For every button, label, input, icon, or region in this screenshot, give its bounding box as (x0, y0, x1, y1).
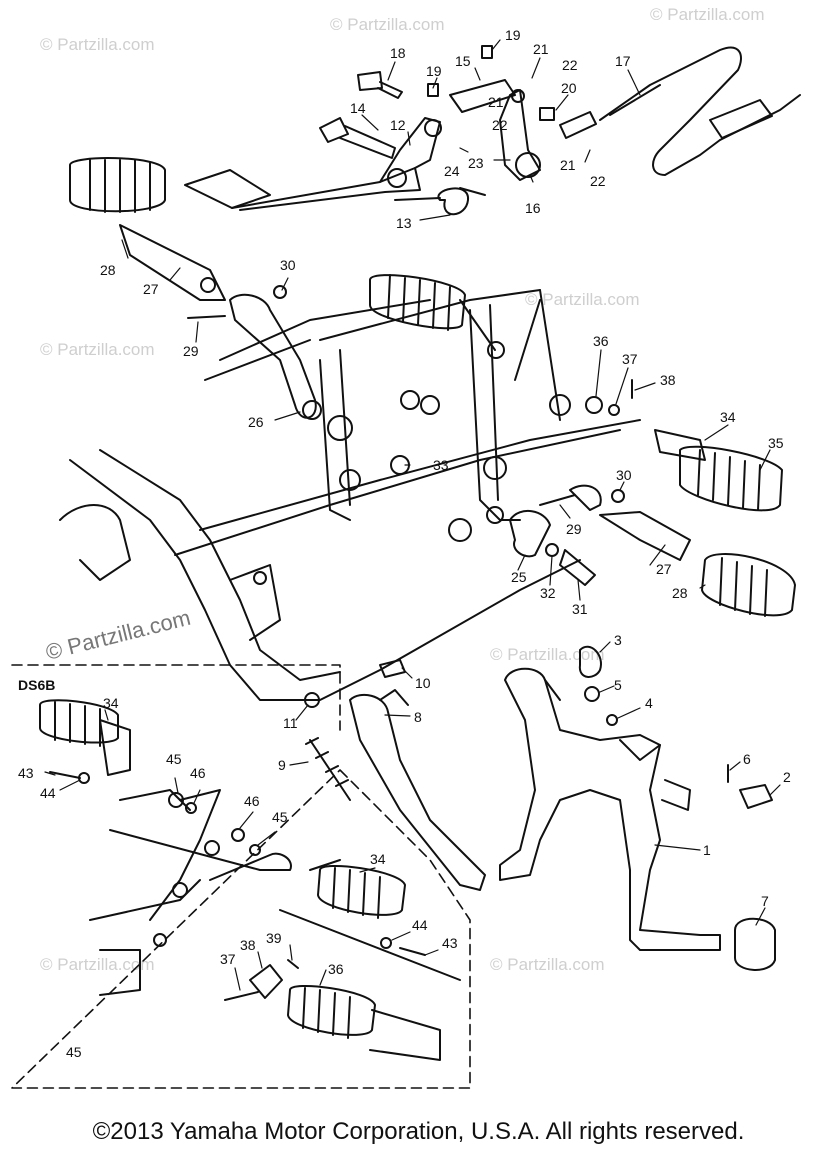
callout-label: 27 (656, 561, 672, 577)
callout-label: 34 (103, 695, 119, 711)
callout-label: 29 (183, 343, 199, 359)
watermark: © Partzilla.com (40, 35, 155, 54)
copyright-notice: ©2013 Yamaha Motor Corporation, U.S.A. A… (92, 1118, 745, 1145)
callout-label: 16 (525, 200, 541, 216)
callout-label: 44 (40, 785, 56, 801)
callout-label: 21 (488, 94, 504, 110)
callout-label: 33 (433, 457, 449, 473)
callout-label: 3 (614, 632, 622, 648)
callout-label: 28 (672, 585, 688, 601)
callout-label: 35 (768, 435, 784, 451)
callout-label: 45 (166, 751, 182, 767)
callout-label: 25 (511, 569, 527, 585)
callout-label: 46 (190, 765, 206, 781)
watermark: © Partzilla.com (490, 645, 605, 664)
callout-label: 14 (350, 100, 366, 116)
callout-label: 34 (720, 409, 736, 425)
watermark: © Partzilla.com (40, 340, 155, 359)
callout-label: 21 (533, 41, 549, 57)
callout-label: 18 (390, 45, 406, 61)
footrest-28-left (69, 157, 322, 420)
callout-label: 39 (266, 930, 282, 946)
callout-label: 38 (240, 937, 256, 953)
callout-label: 10 (415, 675, 431, 691)
callout-label: 45 (66, 1044, 82, 1060)
callout-label: 1 (703, 842, 711, 858)
callout-label: 24 (444, 163, 460, 179)
leader-lines (44, 39, 781, 991)
callout-label: 46 (244, 793, 260, 809)
callout-label: 28 (100, 262, 116, 278)
footrest-right (390, 379, 796, 617)
footrest-upper-middle (369, 274, 505, 359)
callout-label: 12 (390, 117, 406, 133)
callout-label: 19 (505, 27, 521, 43)
callout-label: 13 (396, 215, 412, 231)
watermark: © Partzilla.com (43, 605, 193, 665)
callout-labels: 18 19 19 15 21 22 17 21 22 20 14 12 24 2… (18, 27, 791, 1060)
callout-label: 5 (614, 677, 622, 693)
watermarks: © Partzilla.com © Partzilla.com © Partzi… (40, 5, 765, 974)
side-stand (304, 659, 486, 891)
callout-label: 19 (426, 63, 442, 79)
callout-label: 22 (492, 117, 508, 133)
callout-label: 23 (468, 155, 484, 171)
callout-label: 29 (566, 521, 582, 537)
callout-label: 34 (370, 851, 386, 867)
ds6b-inset (11, 664, 471, 1089)
callout-label: 8 (414, 709, 422, 725)
callout-label: 15 (455, 53, 471, 69)
callout-label: 38 (660, 372, 676, 388)
callout-label: 44 (412, 917, 428, 933)
brake-pedal-assembly (184, 45, 801, 216)
callout-label: 37 (622, 351, 638, 367)
callout-label: 11 (283, 715, 298, 731)
callout-label: 45 (272, 809, 288, 825)
callout-label: 26 (248, 414, 264, 430)
callout-label: 7 (761, 893, 769, 909)
callout-label: 37 (220, 951, 236, 967)
watermark: © Partzilla.com (330, 15, 445, 34)
callout-label: 2 (783, 769, 791, 785)
callout-label: 27 (143, 281, 159, 297)
watermark: © Partzilla.com (525, 290, 640, 309)
center-stand (499, 645, 776, 971)
watermark: © Partzilla.com (490, 955, 605, 974)
callout-label: 17 (615, 53, 631, 69)
callout-label: 36 (593, 333, 609, 349)
callout-label: 22 (590, 173, 606, 189)
callout-label: 30 (280, 257, 296, 273)
callout-label: 43 (442, 935, 458, 951)
callout-label: 32 (540, 585, 556, 601)
callout-label: 31 (572, 601, 588, 617)
callout-label: 20 (561, 80, 577, 96)
callout-label: 36 (328, 961, 344, 977)
callout-label: 9 (278, 757, 286, 773)
frame (59, 289, 641, 701)
callout-label: 43 (18, 765, 34, 781)
callout-label: 4 (645, 695, 653, 711)
watermark: © Partzilla.com (40, 955, 155, 974)
callout-label: 30 (616, 467, 632, 483)
callout-label: 22 (562, 57, 578, 73)
callout-label: 6 (743, 751, 751, 767)
variant-label: DS6B (18, 677, 55, 693)
watermark: © Partzilla.com (650, 5, 765, 24)
callout-label: 21 (560, 157, 576, 173)
